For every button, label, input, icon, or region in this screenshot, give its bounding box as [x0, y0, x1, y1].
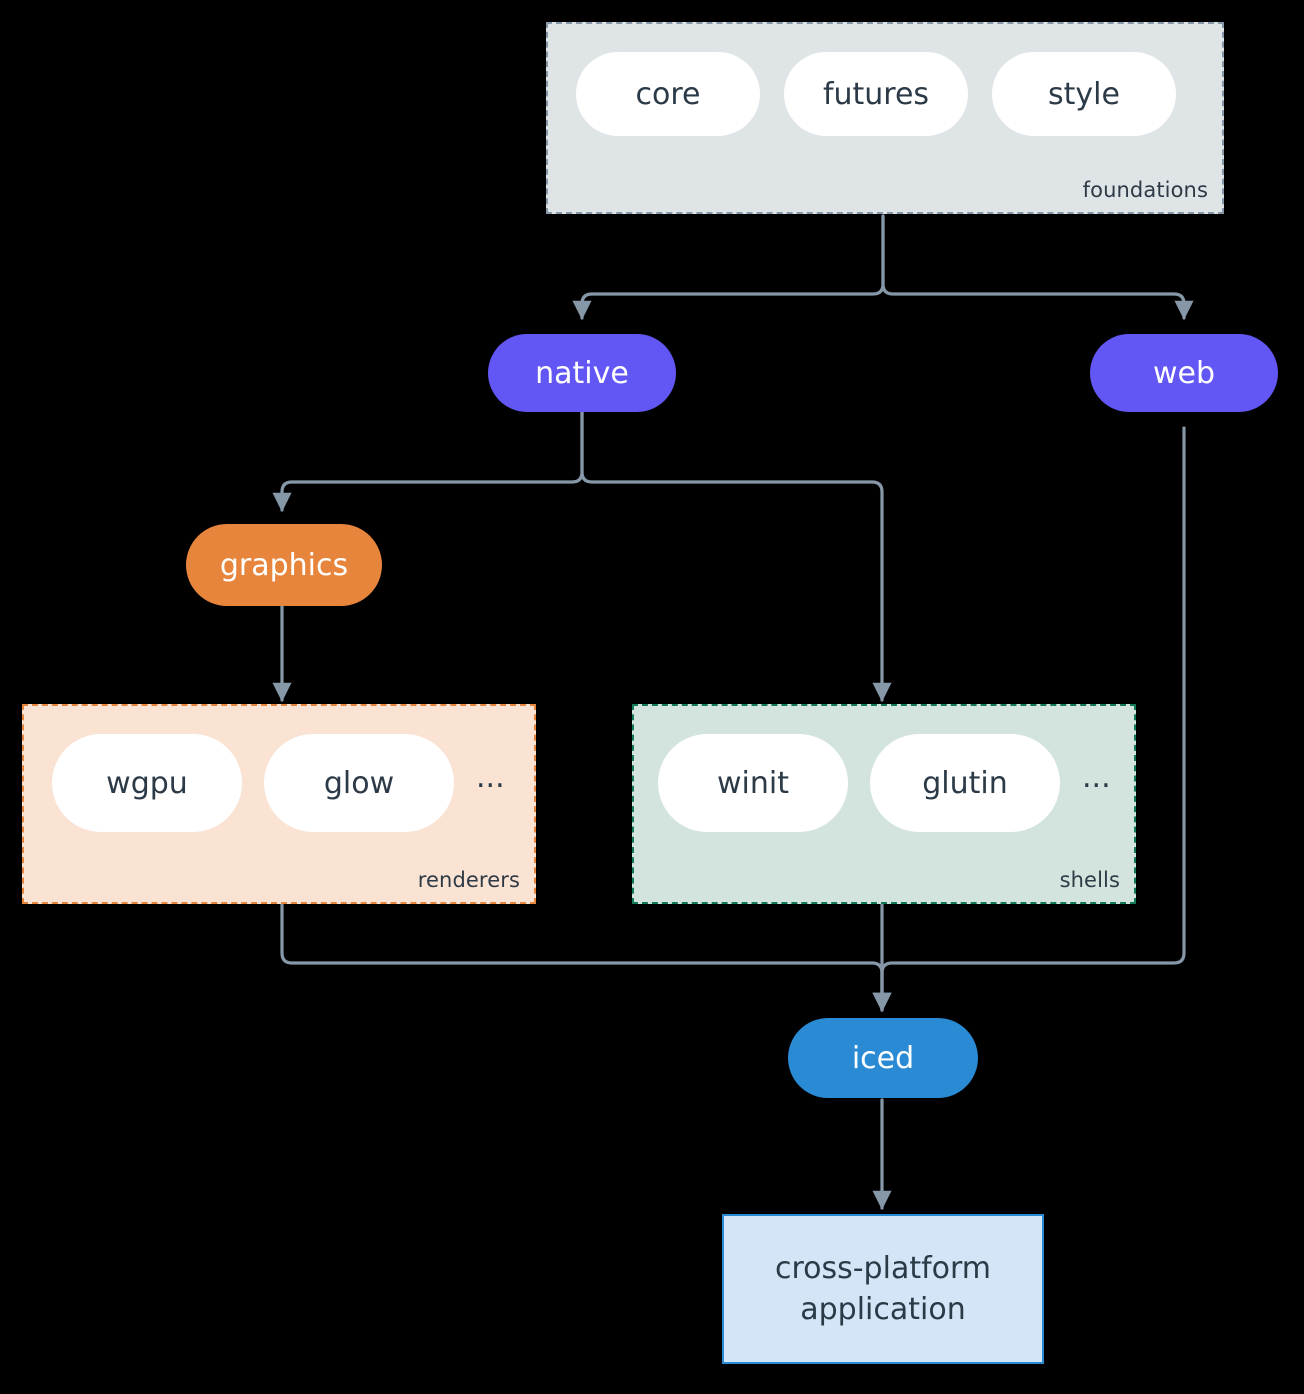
node-wgpu-label: wgpu: [106, 765, 188, 801]
node-winit-label: winit: [717, 765, 789, 801]
node-graphics-label: graphics: [219, 547, 349, 583]
edge-native-shells: [580, 408, 892, 702]
node-winit[interactable]: winit: [658, 734, 848, 832]
node-core[interactable]: core: [576, 52, 760, 136]
node-futures[interactable]: futures: [784, 52, 968, 136]
group-foundations-label: foundations: [1082, 178, 1208, 202]
group-shells-label: shells: [1059, 868, 1120, 892]
group-foundations: core futures style foundations: [546, 22, 1224, 214]
group-renderers-label: renderers: [417, 868, 520, 892]
node-web[interactable]: web: [1090, 334, 1278, 412]
shells-ellipsis: ...: [1082, 760, 1111, 795]
edge-native-graphics: [272, 408, 584, 512]
edge-foundations-native: [572, 214, 885, 320]
node-iced-label: iced: [851, 1040, 915, 1076]
node-graphics[interactable]: graphics: [186, 524, 382, 606]
node-iced[interactable]: iced: [788, 1018, 978, 1098]
node-glow[interactable]: glow: [264, 734, 454, 832]
edge-foundations-web: [881, 214, 1194, 320]
node-native-label: native: [535, 355, 629, 391]
edge-renderers-iced: [280, 903, 892, 1012]
node-futures-label: futures: [822, 76, 930, 112]
node-native[interactable]: native: [488, 334, 676, 412]
node-web-label: web: [1152, 355, 1216, 391]
node-glutin-label: glutin: [922, 765, 1008, 801]
node-core-label: core: [635, 76, 701, 112]
node-application-label: cross-platform application: [774, 1250, 992, 1327]
node-glutin[interactable]: glutin: [870, 734, 1060, 832]
node-style-label: style: [1048, 76, 1120, 112]
node-glow-label: glow: [323, 765, 395, 801]
node-style[interactable]: style: [992, 52, 1176, 136]
group-renderers: wgpu glow ... renderers: [22, 704, 536, 904]
renderers-ellipsis: ...: [476, 760, 505, 795]
node-application[interactable]: cross-platform application: [722, 1214, 1044, 1364]
node-wgpu[interactable]: wgpu: [52, 734, 242, 832]
group-shells: winit glutin ... shells: [632, 704, 1136, 904]
